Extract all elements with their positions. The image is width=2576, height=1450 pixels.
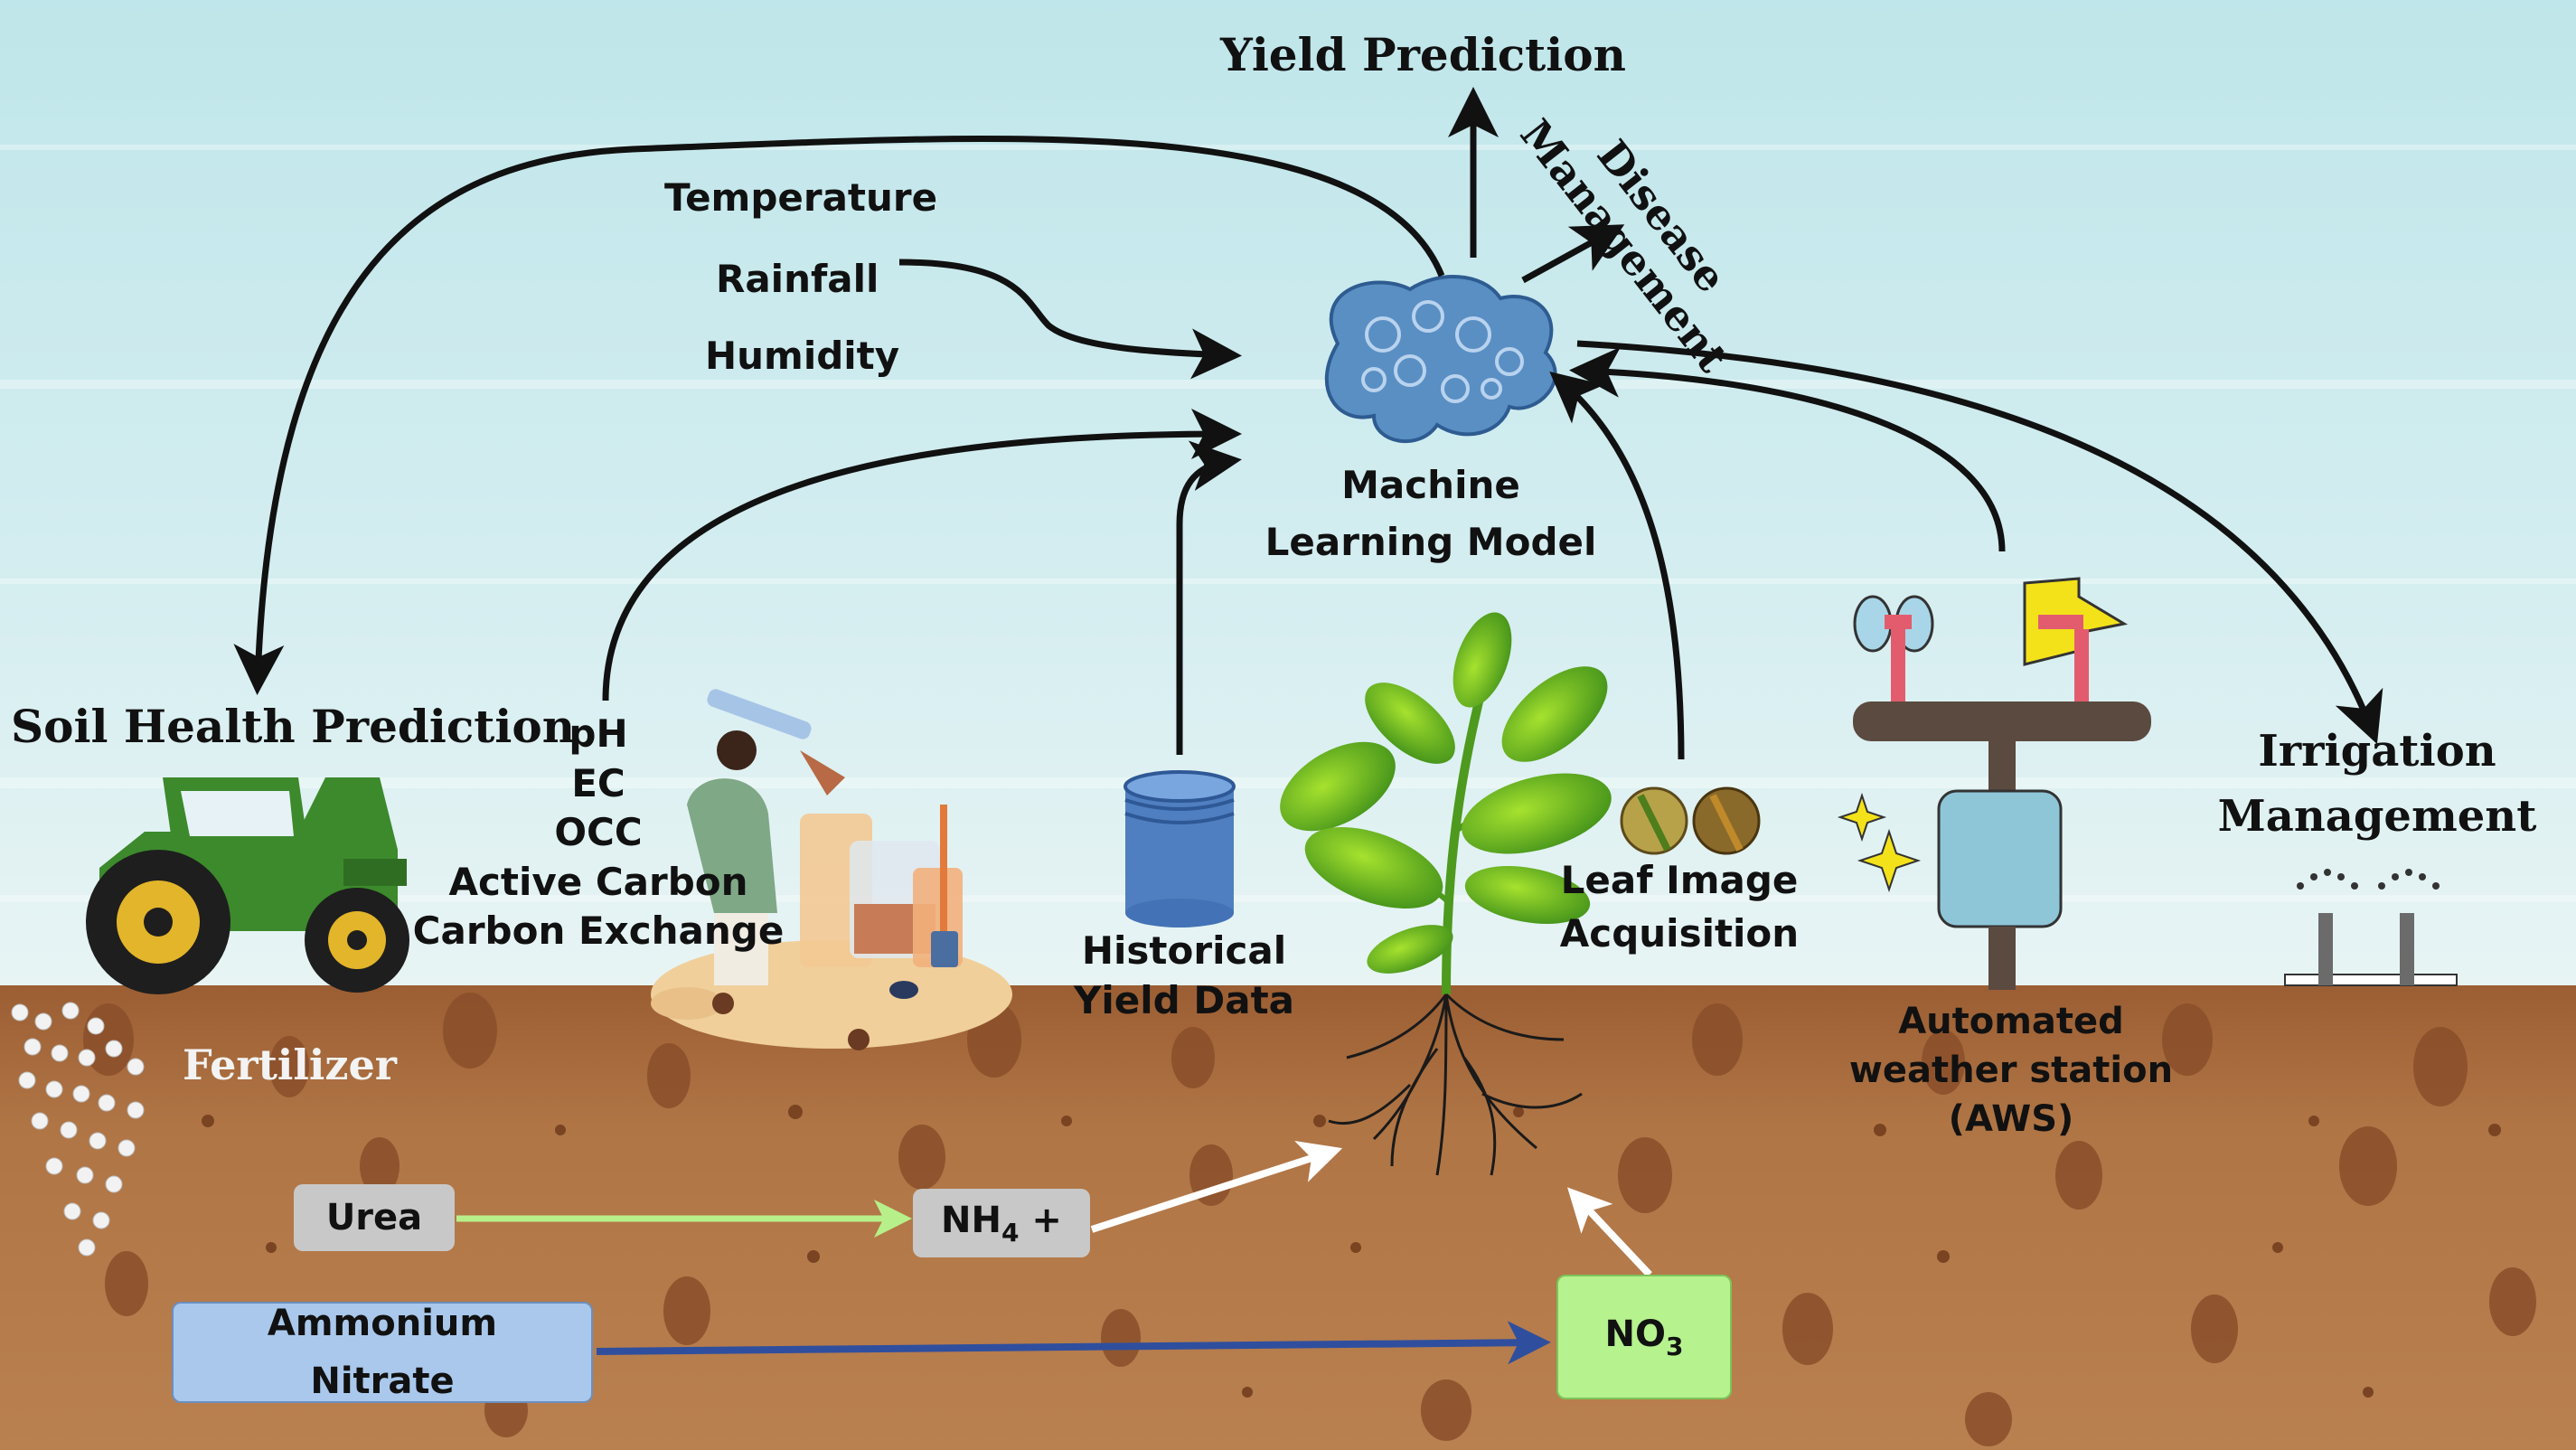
yield-prediction-label: Yield Prediction [1220,28,1626,81]
ammonium-line2: Nitrate [310,1361,455,1402]
weather-station-illustration [1837,577,2151,990]
arrow-to-irrigation [1576,340,2383,745]
no3-box: NO3 [1556,1275,1732,1399]
database-cylinder-icon [1123,770,1236,927]
ml-model-line2: Learning Model [1264,520,1597,564]
param-ec: EC [571,760,625,805]
soil-sampling-illustration [651,689,1012,1050]
param-carbon-exchange: Carbon Exchange [412,909,785,954]
humidity-label: Humidity [705,334,900,378]
irrigation-line1: Irrigation [2258,726,2496,777]
soil-params-list: pH EC OCC Active Carbon Carbon Exchange [413,710,785,956]
fertilizer-label: Fertilizer [183,1040,397,1089]
rainfall-label: Rainfall [716,257,879,301]
soil-health-label: Soil Health Prediction [11,700,576,753]
arrow-from-historical [1176,440,1242,755]
leaf-line1: Leaf Image [1560,858,1799,902]
arrow-nh4-to-root [1090,1141,1343,1233]
nh4-label: NH4 + [941,1199,1062,1248]
param-occ: OCC [554,810,643,855]
ml-model-label: Machine Learning Model [1265,457,1597,570]
arrow-ammonium-to-no3 [596,1321,1551,1365]
irrigation-management-label: Irrigation Management [2218,719,2537,849]
historical-line2: Yield Data [1073,977,1295,1022]
leaf-image-label: Leaf Image Acquisition [1560,854,1799,961]
historical-yield-label: Historical Yield Data [1074,927,1294,1025]
arrow-from-leaf [1549,371,1685,760]
ammonium-nitrate-box: Ammonium Nitrate [172,1302,593,1403]
param-ph: pH [569,711,628,756]
flow-arrows [233,87,2383,760]
aws-line1: Automated [1898,1001,2124,1042]
ammonium-line1: Ammonium [267,1303,498,1344]
no3-label: NO3 [1604,1313,1684,1361]
arrow-from-soil-params [602,409,1242,701]
fertilizer-granules [11,1002,145,1257]
arrow-from-rainfall [898,259,1242,380]
tractor-illustration [86,777,409,994]
leaf-line2: Acquisition [1559,910,1800,956]
param-active-carbon: Active Carbon [448,859,748,904]
aws-line2: weather station [1848,1050,2174,1091]
nh4-box: NH4 + [913,1189,1090,1257]
soil-stones [83,993,2536,1446]
arrow-from-aws [1569,346,2006,552]
irrigation-line2: Management [2217,791,2537,842]
urea-label: Urea [325,1197,423,1238]
leaf-image-thumbnails [1620,786,1761,855]
urea-box: Urea [294,1184,455,1251]
ml-model-line1: Machine [1341,463,1520,507]
historical-line1: Historical [1081,928,1287,973]
aws-label: Automated weather station (AWS) [1849,997,2173,1144]
arrow-to-soil-health [233,136,1445,695]
aws-line3: (AWS) [1948,1098,2074,1140]
arrow-to-disease [1521,224,1625,284]
plant-illustration [1280,612,1612,1176]
sprinkler-icons [2284,869,2458,986]
sky-streaks [0,145,2576,902]
arrow-no3-to-root [1567,1187,1652,1277]
temperature-label: Temperature [664,175,938,220]
